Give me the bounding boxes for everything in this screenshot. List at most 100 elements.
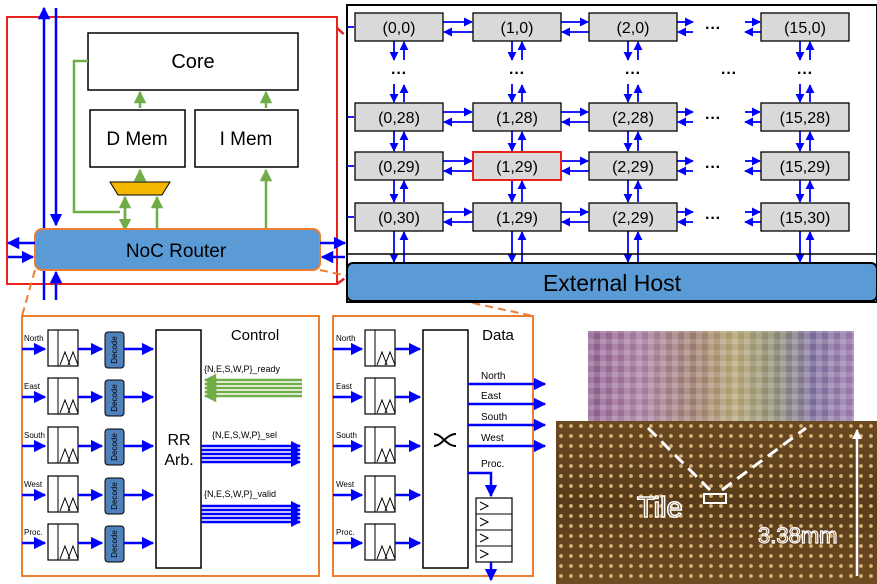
grid-node — [760, 151, 850, 181]
external-host — [346, 262, 877, 302]
arbiter-label-2: Arb. — [164, 452, 193, 469]
data-output-label: South — [481, 412, 507, 423]
data-input-label: West — [336, 480, 355, 489]
grid-ellipsis: ··· — [721, 65, 737, 82]
crossbar — [422, 329, 469, 569]
input-buffer — [364, 377, 396, 415]
grid-node-label: (2,0) — [617, 20, 650, 37]
grid-node-label: (1,0) — [501, 20, 534, 37]
grid-ellipsis: ··· — [625, 65, 641, 82]
imem-label: I Mem — [220, 129, 273, 150]
data-input-label: East — [336, 382, 353, 391]
decode-label: Decode — [110, 384, 119, 412]
imem-box — [194, 109, 299, 168]
grid-node-label: (15,28) — [780, 110, 831, 127]
grid-node — [354, 102, 444, 132]
router-label: NoC Router — [126, 241, 227, 262]
grid-node-label: (2,28) — [612, 110, 654, 127]
grid-ellipsis: ··· — [391, 65, 407, 82]
input-buffer — [364, 426, 396, 464]
data-input-label: Proc. — [336, 528, 355, 537]
grid-node-label: (15,29) — [780, 159, 831, 176]
grid-node-label: (15,30) — [780, 210, 831, 227]
grid-node-label: (0,28) — [378, 110, 420, 127]
arbiter-label-1: RR — [167, 432, 190, 449]
grid-node — [472, 102, 562, 132]
ready-label: {N,E,S,W,P}_ready — [204, 364, 281, 374]
grid-ellipsis: ··· — [705, 110, 721, 127]
grid-node-label: (0,29) — [378, 159, 420, 176]
grid-node-label: (15,0) — [784, 20, 826, 37]
grid-ellipsis: ··· — [705, 159, 721, 176]
grid-node-label: (1,28) — [496, 110, 538, 127]
mux-shape — [109, 181, 171, 196]
grid-node — [588, 12, 678, 42]
dmem-label: D Mem — [106, 129, 167, 150]
input-buffer — [47, 426, 79, 464]
input-buffer — [364, 329, 396, 367]
control-title: Control — [231, 327, 279, 344]
input-buffer — [364, 523, 396, 561]
grid-node — [472, 202, 562, 232]
decode-label: Decode — [110, 336, 119, 364]
control-input-label: East — [24, 382, 41, 391]
grid-node-label: (2,29) — [612, 210, 654, 227]
control-input-label: North — [24, 334, 44, 343]
data-input-label: North — [336, 334, 356, 343]
data-title: Data — [482, 327, 514, 344]
grid-node — [472, 151, 562, 181]
data-output-label: East — [481, 391, 501, 402]
dmem-box — [89, 109, 186, 168]
grid-node-label: (1,29) — [496, 159, 538, 176]
data-output-label: West — [481, 433, 504, 444]
grid-node — [588, 102, 678, 132]
dimension-label: 3.38mm — [758, 523, 837, 548]
input-buffer — [47, 523, 79, 561]
grid-node — [472, 12, 562, 42]
valid-label: {N,E,S,W,P}_valid — [204, 489, 276, 499]
host-label: External Host — [543, 270, 682, 296]
core-label: Core — [171, 51, 214, 73]
control-input-label: Proc. — [24, 528, 43, 537]
input-buffer — [47, 377, 79, 415]
rr-arbiter — [155, 329, 202, 569]
tile-marker — [703, 493, 727, 504]
grid-node — [354, 151, 444, 181]
grid-node — [760, 202, 850, 232]
sel-label: {N,E,S,W,P}_sel — [212, 430, 277, 440]
grid-node — [588, 202, 678, 232]
data-output-label: Proc. — [481, 459, 504, 470]
data-output-label: North — [481, 371, 505, 382]
grid-node — [760, 102, 850, 132]
grid-node — [354, 12, 444, 42]
mesh-grid: (0,0) (1,0) (2,0) (15,0) (0,28) (1,28) (2,28) (… — [346, 4, 877, 303]
control-input-label: West — [24, 480, 43, 489]
input-buffer — [364, 475, 396, 513]
input-buffer — [47, 329, 79, 367]
decode-label: Decode — [110, 530, 119, 558]
grid-ellipsis: ··· — [705, 210, 721, 227]
grid-node-label: (1,29) — [496, 210, 538, 227]
data-input-label: South — [336, 431, 357, 440]
tile-photo-label: Tile — [637, 492, 683, 524]
input-buffer — [47, 475, 79, 513]
decode-label: Decode — [110, 482, 119, 510]
core-box — [87, 32, 299, 91]
tile-block: Core D Mem I Mem NoC Router — [6, 6, 347, 300]
grid-ellipsis: ··· — [705, 20, 721, 37]
grid-node — [588, 151, 678, 181]
grid-ellipsis: ··· — [509, 65, 525, 82]
noc-router — [34, 228, 321, 271]
grid-node-label: (0,0) — [383, 20, 416, 37]
control-input-label: South — [24, 431, 45, 440]
crossbar-icon — [433, 433, 457, 447]
photo-annotations: Tile 3.38mm — [636, 426, 862, 576]
grid-node-label: (0,30) — [378, 210, 420, 227]
grid-node — [760, 12, 850, 42]
decode-label: Decode — [110, 433, 119, 461]
grid-ellipsis: ··· — [797, 65, 813, 82]
grid-node-label: (2,29) — [612, 159, 654, 176]
